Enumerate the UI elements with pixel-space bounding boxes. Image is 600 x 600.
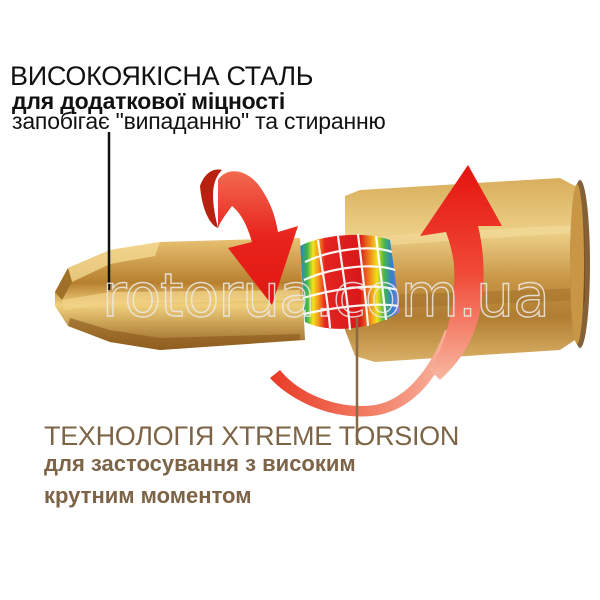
torsion-arrow-right bbox=[420, 165, 502, 380]
callout-bottom-title: ТЕХНОЛОГІЯ XTREME TORSION bbox=[44, 421, 460, 451]
watermark-text: rotorua.com.ua bbox=[101, 261, 550, 331]
callout-top-line-2: запобігає "випаданню" та стиранню bbox=[12, 108, 386, 134]
torsion-arrow-lower-loop bbox=[270, 330, 455, 417]
callout-bottom-line-1: для застосування з високим bbox=[44, 451, 356, 476]
callout-bottom-line-2: крутним моментом bbox=[44, 483, 252, 508]
callout-top-title: ВИСОКОЯКІСНА СТАЛЬ bbox=[10, 61, 314, 91]
torsion-arrow-left bbox=[200, 169, 298, 305]
torsion-zone bbox=[300, 233, 400, 331]
callout-top-line-1: для додаткової міцності bbox=[12, 88, 286, 114]
